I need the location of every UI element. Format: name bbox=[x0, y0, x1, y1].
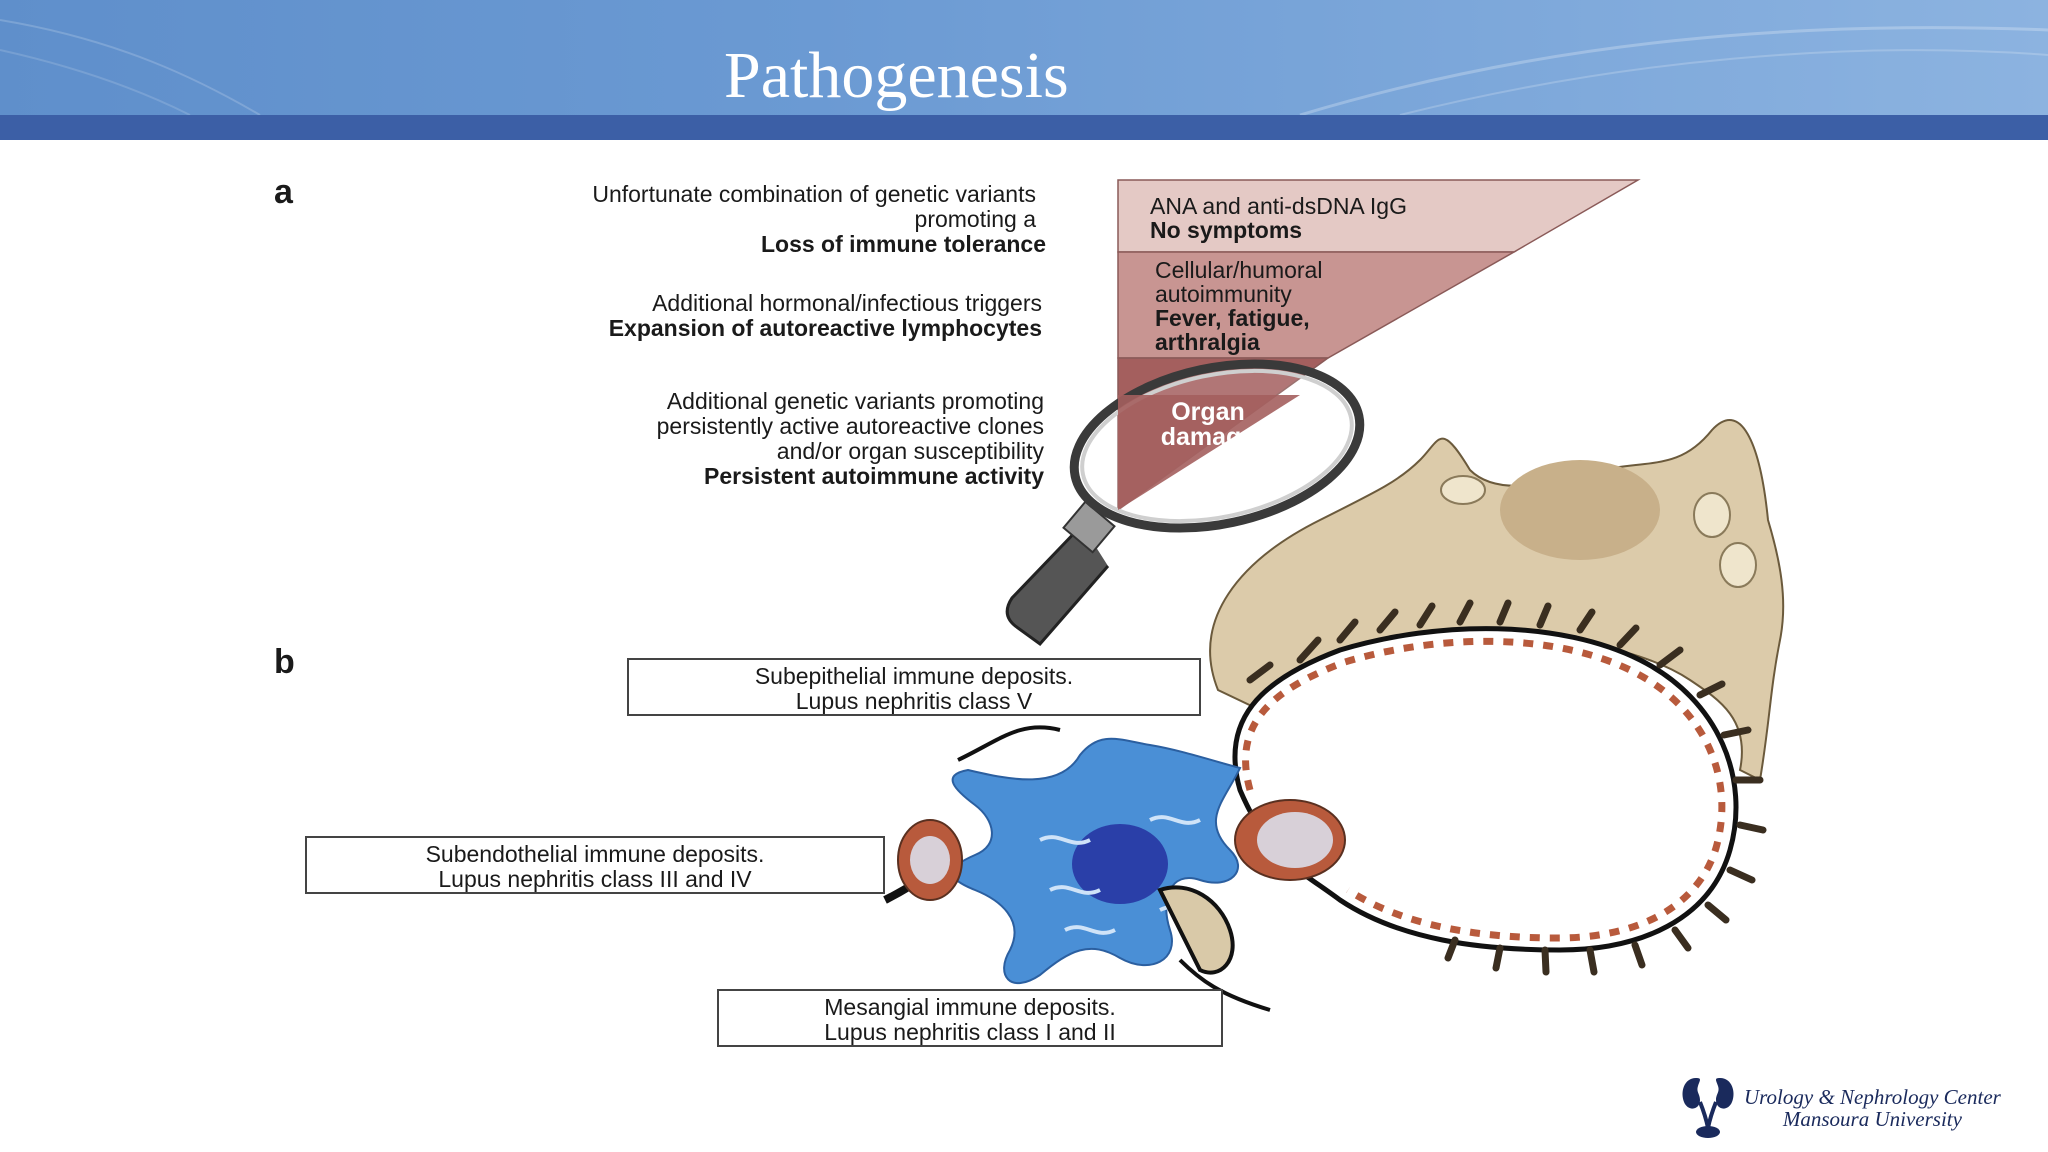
panel-a-steps: Unfortunate combination of genetic varia… bbox=[592, 181, 1046, 489]
step-3-line-2: persistently active autoreactive clones bbox=[657, 413, 1044, 439]
university-logo: Urology & Nephrology Center Mansoura Uni… bbox=[1678, 1072, 2008, 1140]
glomerulus-illustration bbox=[1209, 419, 1785, 976]
step-1-bold: Loss of immune tolerance bbox=[761, 231, 1046, 257]
header-swoosh-decoration bbox=[0, 19, 2048, 115]
pyramid-mid-bold-2: arthralgia bbox=[1155, 329, 1260, 355]
cell-nucleus bbox=[1072, 824, 1168, 904]
pyramid-top-line: ANA and anti-dsDNA IgG bbox=[1150, 193, 1407, 219]
magnifying-glass-icon: Organ damage bbox=[1005, 359, 1365, 647]
capillary-loop bbox=[1232, 626, 1739, 953]
deposit-label-subendothelial: Subendothelial immune deposits. Lupus ne… bbox=[305, 836, 885, 894]
logo-line-2: Mansoura University bbox=[1782, 1107, 1962, 1131]
tubule-lumen bbox=[1500, 460, 1660, 560]
podocyte-foot-processes bbox=[1246, 599, 1767, 976]
subendothelial-deposits-dots bbox=[1242, 637, 1726, 942]
subepithelial-line-2: Lupus nephritis class V bbox=[796, 688, 1033, 714]
mesangial-line-1: Mesangial immune deposits. bbox=[824, 994, 1115, 1020]
step-2-line-1: Additional hormonal/infectious triggers bbox=[652, 290, 1042, 316]
step-1-line-1: Unfortunate combination of genetic varia… bbox=[592, 181, 1036, 207]
pyramid-mid-bold-1: Fever, fatigue, bbox=[1155, 305, 1310, 331]
panel-b-label: b bbox=[274, 643, 295, 681]
logo-line-1: Urology & Nephrology Center bbox=[1744, 1085, 2001, 1109]
step-3-line-3: and/or organ susceptibility bbox=[777, 438, 1045, 464]
panel-a-label: a bbox=[274, 173, 294, 211]
organ-damage-line-2: damage bbox=[1161, 423, 1256, 451]
slide-title: Pathogenesis bbox=[724, 39, 1069, 112]
subendothelial-line-2: Lupus nephritis class III and IV bbox=[438, 866, 752, 892]
deposit-label-subepithelial: Subepithelial immune deposits. Lupus nep… bbox=[627, 658, 1201, 716]
step-2-bold: Expansion of autoreactive lymphocytes bbox=[609, 315, 1042, 341]
pyramid-mid-line-2: autoimmunity bbox=[1155, 281, 1292, 307]
pyramid-top-bold: No symptoms bbox=[1150, 217, 1302, 243]
mesangial-line-2: Lupus nephritis class I and II bbox=[824, 1019, 1116, 1045]
slide-header bbox=[0, 0, 2048, 115]
step-1-line-2: promoting a bbox=[915, 206, 1037, 232]
pyramid-mid-line-1: Cellular/humoral bbox=[1155, 257, 1322, 283]
deposit-label-mesangial: Mesangial immune deposits. Lupus nephrit… bbox=[717, 989, 1223, 1047]
mesangial-cell-illustration bbox=[883, 725, 1346, 1012]
subendothelial-line-1: Subendothelial immune deposits. bbox=[426, 841, 765, 867]
step-3-line-1: Additional genetic variants promoting bbox=[667, 388, 1044, 414]
subepithelial-line-1: Subepithelial immune deposits. bbox=[755, 663, 1073, 689]
kidney-logo-icon bbox=[1682, 1078, 1734, 1138]
header-band bbox=[0, 115, 2048, 140]
step-3-bold: Persistent autoimmune activity bbox=[704, 463, 1044, 489]
organ-damage-line-1: Organ bbox=[1171, 398, 1245, 426]
